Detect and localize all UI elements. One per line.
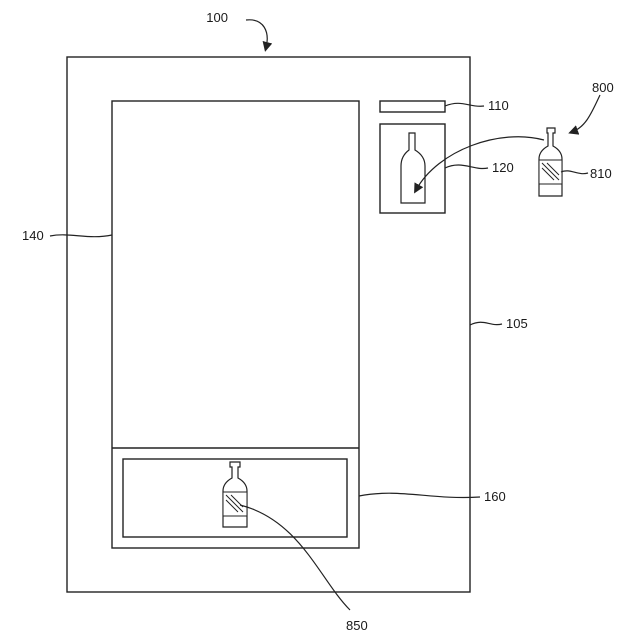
held-bottle-icon — [539, 128, 562, 196]
leader-810 — [561, 171, 588, 174]
indicator-strip — [380, 101, 445, 112]
label-105: 105 — [506, 316, 528, 331]
label-800: 800 — [592, 80, 614, 95]
label-140: 140 — [22, 228, 44, 243]
arrow-100 — [246, 20, 267, 48]
label-810: 810 — [590, 166, 612, 181]
label-110: 110 — [488, 98, 509, 113]
label-120: 120 — [492, 160, 514, 175]
label-100: 100 — [206, 10, 228, 25]
label-160: 160 — [484, 489, 506, 504]
arrow-800 — [572, 95, 600, 132]
leader-105 — [470, 322, 502, 325]
label-850: 850 — [346, 618, 368, 633]
